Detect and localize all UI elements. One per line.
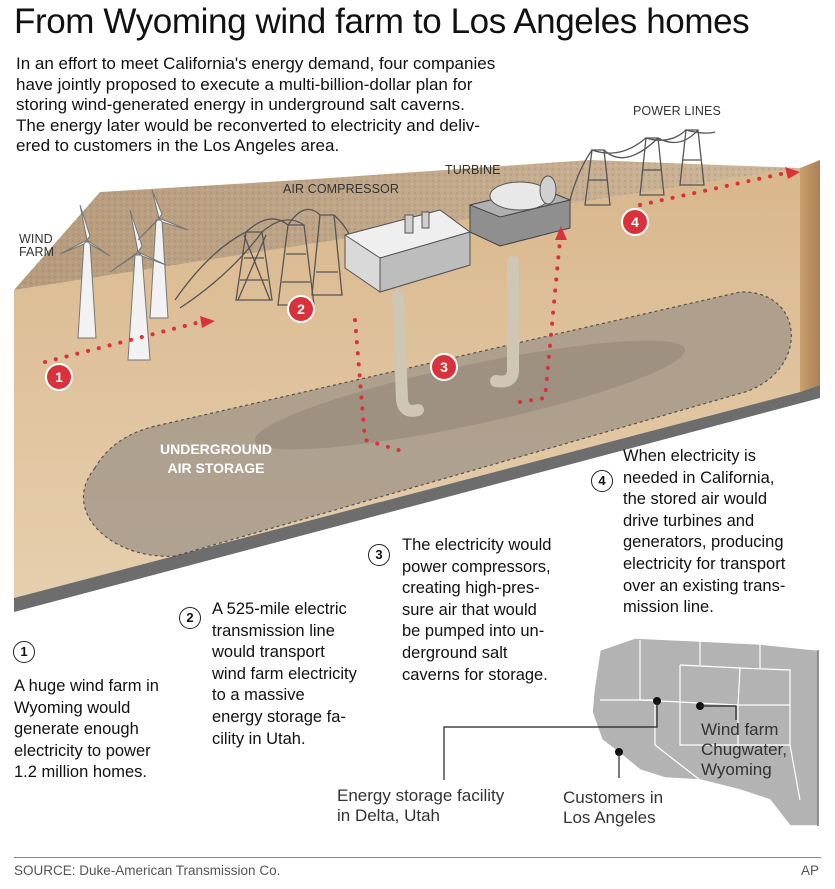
source-credit: SOURCE: Duke-American Transmission Co. bbox=[14, 863, 281, 878]
marker-3-label: 3 bbox=[440, 359, 448, 375]
wind-turbines bbox=[59, 189, 189, 361]
compressor-pipe bbox=[392, 289, 424, 417]
underground-air-storage bbox=[82, 291, 792, 557]
transmission-towers-right bbox=[569, 129, 716, 206]
map-storage-label: Energy storage facility in Delta, Utah bbox=[337, 786, 505, 825]
leader-storage bbox=[443, 701, 658, 780]
agency-credit: AP bbox=[800, 863, 819, 878]
step-4-text: When electricity is needed in California… bbox=[623, 447, 786, 617]
flow-arrow-2 bbox=[555, 226, 567, 240]
marker-1-label: 1 bbox=[55, 369, 63, 385]
map-customers-label: Customers in Los Angeles bbox=[563, 788, 664, 827]
step-2-number: 2 bbox=[179, 607, 201, 629]
energy-flow-path bbox=[43, 170, 792, 454]
step-3-number: 3 bbox=[368, 544, 390, 566]
marker-2 bbox=[287, 295, 315, 323]
marker-2-label: 2 bbox=[297, 301, 305, 317]
earth-side-face bbox=[800, 160, 820, 392]
marker-1 bbox=[45, 363, 73, 391]
turbine-label: TURBINE bbox=[445, 163, 501, 177]
marker-4-label: 4 bbox=[631, 214, 639, 230]
wind-farm-label: WIND FARM bbox=[19, 232, 55, 259]
step-4-number: 4 bbox=[591, 470, 613, 492]
air-compressor-building bbox=[343, 209, 472, 293]
step-2-text: A 525-mile electric transmission line wo… bbox=[212, 600, 357, 748]
step-1-text: A huge wind farm in Wyoming would genera… bbox=[14, 677, 159, 782]
marker-4 bbox=[621, 208, 649, 236]
step-1-number: 1 bbox=[13, 641, 35, 663]
footer-divider bbox=[14, 857, 821, 858]
us-map bbox=[443, 637, 819, 827]
flow-arrow-3 bbox=[785, 167, 800, 179]
page-title: From Wyoming wind farm to Los Angeles ho… bbox=[14, 2, 750, 41]
power-lines-label: POWER LINES bbox=[633, 104, 721, 118]
intro-line: ered to customers in the Los Angeles are… bbox=[16, 136, 340, 155]
step-3-text: The electricity would power compressors,… bbox=[402, 536, 552, 684]
intro-line: The energy later would be reconverted to… bbox=[16, 115, 480, 135]
underground-storage-label: UNDERGROUND AIR STORAGE bbox=[160, 441, 272, 476]
intro-text: In an effort to meet California's energy… bbox=[16, 54, 576, 157]
flow-arrow-1 bbox=[200, 316, 215, 328]
map-wind-farm-label: Wind farm Chugwater, Wyoming bbox=[701, 720, 787, 779]
air-compressor-label: AIR COMPRESSOR bbox=[283, 182, 399, 196]
base-slab bbox=[14, 385, 820, 612]
marker-3 bbox=[430, 353, 458, 381]
intro-line: have jointly proposed to execute a multi… bbox=[16, 74, 473, 94]
transmission-towers-left bbox=[174, 208, 351, 309]
intro-line: In an effort to meet California's energy… bbox=[16, 54, 496, 73]
intro-line: storing wind-generated energy in undergr… bbox=[16, 95, 465, 114]
leader-wind-farm bbox=[700, 705, 737, 720]
map-states bbox=[591, 637, 819, 827]
turbine-pipe bbox=[490, 256, 519, 388]
turbine-building bbox=[468, 175, 572, 247]
